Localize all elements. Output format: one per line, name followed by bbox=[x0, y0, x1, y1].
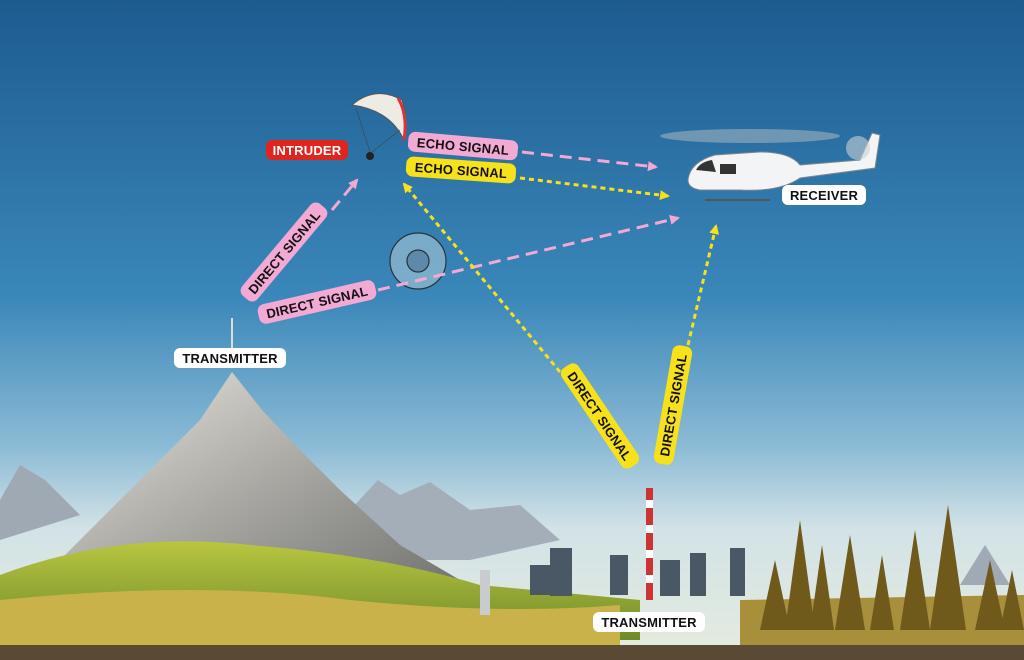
receiver-label: RECEIVER bbox=[782, 185, 866, 205]
echo-signal-yellow-arrow bbox=[519, 176, 670, 200]
paraglider-icon bbox=[350, 93, 407, 160]
intruder-label: INTRUDER bbox=[266, 140, 348, 160]
far-mountains bbox=[0, 465, 1010, 585]
transmitter-mountain-label: TRANSMITTER bbox=[174, 348, 286, 368]
echo-signal-yellow-label: ECHO SIGNAL bbox=[405, 156, 517, 184]
city-buildings bbox=[480, 548, 745, 615]
echo-signal-pink-label: ECHO SIGNAL bbox=[407, 131, 519, 161]
direct-signal-yellow-diag-arrow bbox=[402, 182, 562, 373]
target-icon bbox=[389, 232, 447, 290]
intruder-text: INTRUDER bbox=[273, 143, 342, 158]
transmitter-city-text: TRANSMITTER bbox=[601, 615, 697, 630]
antenna-tower-icon bbox=[646, 488, 653, 600]
echo-signal-yellow-text: ECHO SIGNAL bbox=[414, 160, 507, 181]
echo-signal-pink-arrow bbox=[521, 150, 658, 172]
receiver-text: RECEIVER bbox=[790, 188, 858, 203]
direct-signal-yellow-vert-arrow bbox=[686, 224, 720, 346]
direct-signal-pink-diag-arrow bbox=[330, 178, 359, 211]
helicopter-icon bbox=[660, 129, 881, 201]
direct-signal-pink-low-arrow bbox=[377, 215, 680, 292]
transmitter-city-label: TRANSMITTER bbox=[593, 612, 705, 632]
signal-arrows bbox=[330, 150, 720, 373]
transmitter-mountain-text: TRANSMITTER bbox=[182, 351, 278, 366]
mountain-antenna-icon bbox=[231, 318, 233, 348]
forest bbox=[760, 505, 1024, 630]
